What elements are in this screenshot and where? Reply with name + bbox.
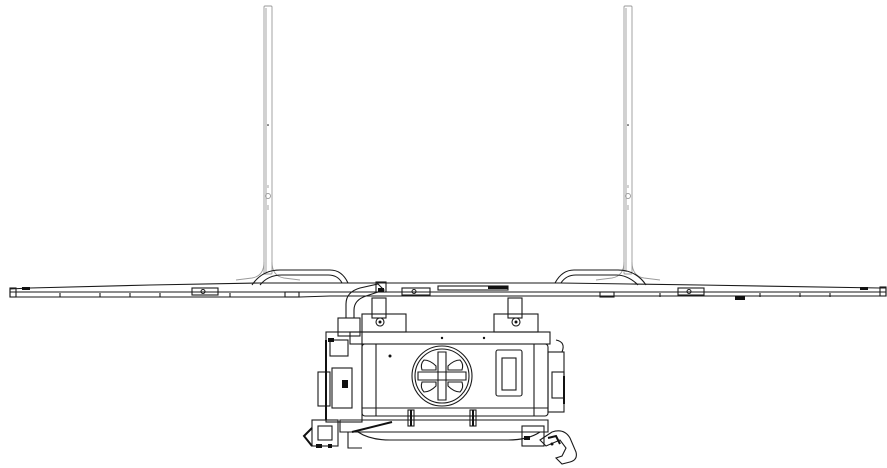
left-upright-post [235,5,301,281]
upper-mount-left [361,297,407,333]
machine-base [302,419,549,449]
right-curved-bracket [554,269,647,286]
upper-mount-right [493,297,539,333]
lifting-arm [337,281,387,337]
horizontal-beam [9,282,887,300]
machine-body [317,331,565,427]
left-curved-bracket [251,269,349,286]
right-upright-post [595,5,661,281]
radiator-fan-grille-icon [411,345,473,407]
hook-icon [521,425,577,465]
